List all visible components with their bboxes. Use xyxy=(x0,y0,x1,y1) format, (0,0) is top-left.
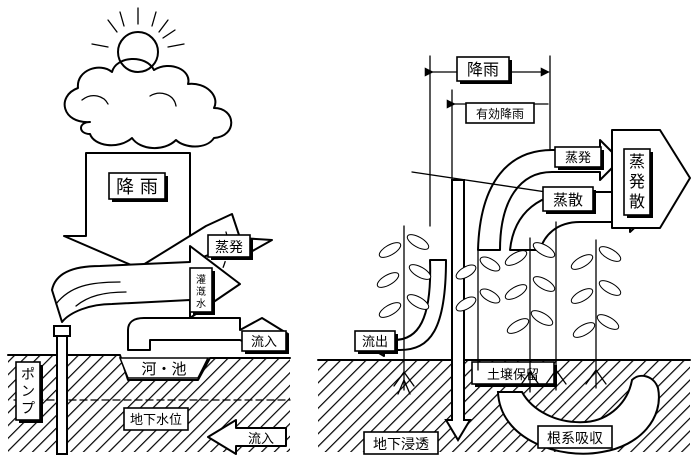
sun-icon xyxy=(92,8,184,72)
effective-rain-label: 有効降雨 xyxy=(476,106,524,121)
outflow-label: 流出 xyxy=(362,335,388,350)
infiltration-label: 地下浸透 xyxy=(373,437,429,453)
rain-label-right: 降雨 xyxy=(467,60,499,79)
pump-icon xyxy=(54,326,70,454)
river-pond-label: 河・池 xyxy=(141,360,186,378)
evaporation-label-right: 蒸発 xyxy=(565,151,591,166)
soil-retention-label: 土壌保留 xyxy=(487,368,539,383)
irrigation-label: 灌漑水 xyxy=(196,274,206,310)
groundwater-level-label: 地下水位 xyxy=(130,413,182,428)
inflow-surface-label: 流入 xyxy=(251,335,277,350)
right-panel: 根系吸収 土壌保留 地下浸透 降雨 有効降雨 蒸発 蒸散 xyxy=(318,56,690,454)
transpiration-label: 蒸散 xyxy=(553,191,583,209)
cloud-icon xyxy=(65,59,232,148)
inflow-ground-label: 流入 xyxy=(248,432,274,447)
rain-label: 降 雨 xyxy=(116,177,158,198)
pump-label: ポンプ xyxy=(21,367,35,417)
evapotranspiration-label: 蒸発散 xyxy=(629,152,645,211)
root-absorption-label: 根系吸収 xyxy=(547,431,603,447)
evaporation-label: 蒸発 xyxy=(215,240,243,256)
left-panel: 降 雨 蒸発 灌漑水 流入 河・池 地下水位 流入 xyxy=(8,8,290,454)
